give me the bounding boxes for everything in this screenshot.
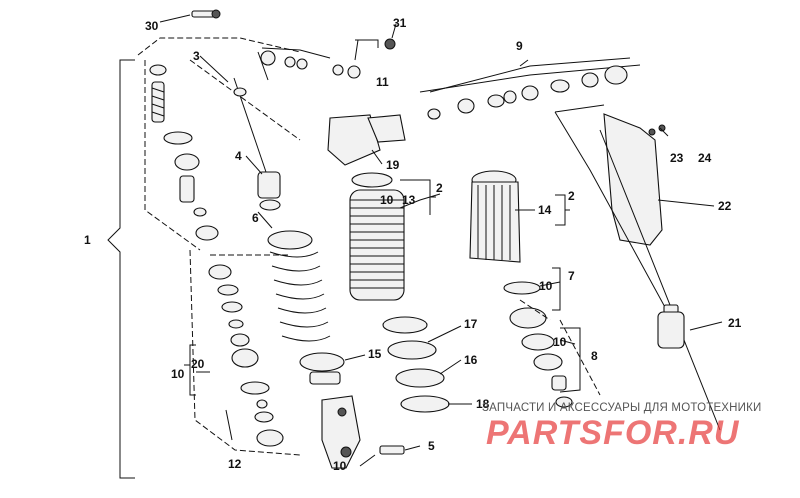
shock-internals-stack	[107, 37, 301, 479]
watermark-logo: PARTSFOR.RU	[486, 414, 740, 452]
callout-2a: 2	[436, 181, 443, 195]
leader-lines	[159, 14, 723, 467]
callout-19: 19	[386, 158, 400, 172]
adjuster-assembly	[419, 57, 641, 120]
callout-5: 5	[428, 439, 435, 453]
callout-14: 14	[538, 203, 552, 217]
top-bolt	[191, 9, 221, 19]
callout-10b: 10	[539, 279, 553, 293]
callout-18: 18	[476, 397, 490, 411]
callout-15: 15	[368, 347, 382, 361]
damper-rod	[233, 77, 281, 211]
callout-8: 8	[591, 349, 598, 363]
callout-6: 6	[252, 211, 259, 225]
oil-bottle	[657, 304, 685, 349]
callout-17: 17	[464, 317, 478, 331]
callout-31: 31	[393, 16, 407, 30]
callout-30: 30	[145, 19, 159, 33]
callout-7: 7	[568, 269, 575, 283]
callout-22: 22	[718, 199, 732, 213]
callout-10d: 10	[171, 367, 185, 381]
callout-10e: 10	[333, 459, 347, 473]
top-mount-head	[257, 38, 406, 166]
callout-3: 3	[193, 49, 200, 63]
callout-12: 12	[228, 457, 242, 471]
main-spring	[267, 230, 345, 385]
adjuster-rings	[382, 316, 450, 413]
callout-1: 1	[84, 233, 91, 247]
callout-4: 4	[235, 149, 242, 163]
watermark-tagline: ЗАПЧАСТИ И АКСЕССУАРЫ ДЛЯ МОТОТЕХНИКИ	[482, 402, 762, 414]
callout-24: 24	[698, 151, 712, 165]
reservoir-internals	[503, 281, 601, 408]
bellows-boot	[349, 172, 405, 301]
callout-11: 11	[376, 75, 389, 89]
callout-10a: 10	[380, 193, 394, 207]
reservoir-bladder	[469, 170, 521, 263]
callout-23: 23	[670, 151, 684, 165]
mudguard	[554, 104, 721, 431]
callout-21: 21	[728, 316, 742, 330]
callout-2b: 2	[568, 189, 575, 203]
callout-10c: 10	[553, 335, 567, 349]
callout-13: 13	[402, 193, 416, 207]
callout-9: 9	[516, 39, 523, 53]
callout-16: 16	[464, 353, 478, 367]
callout-labels: 1 2 2 3 4 5 6 7 8 9 10 10 10 10 10 11 12…	[84, 16, 742, 473]
callout-20: 20	[191, 357, 205, 371]
lower-clevis	[321, 395, 405, 469]
